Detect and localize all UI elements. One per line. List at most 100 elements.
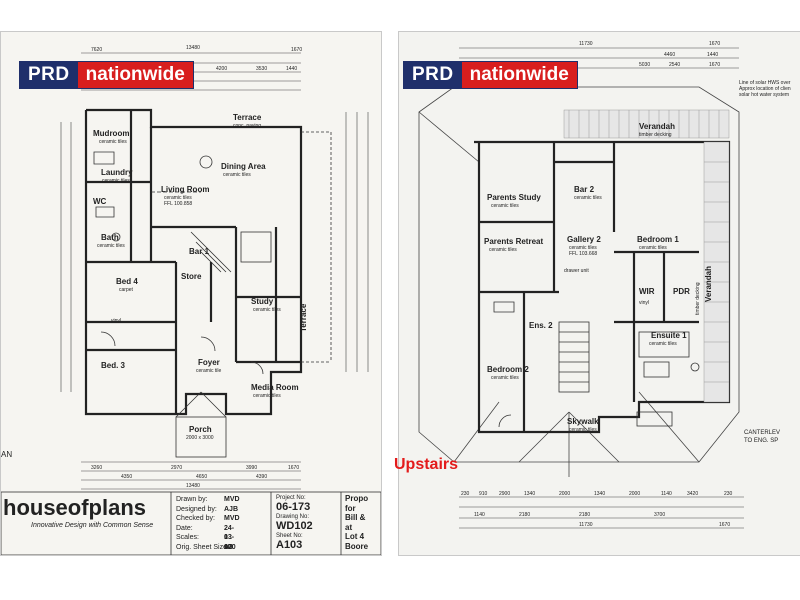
dim-bot-6: 2000: [629, 491, 640, 497]
dim-bot-3: 1340: [524, 491, 535, 497]
finish-foyer: ceramic tile: [196, 368, 222, 374]
dim-top-3: 1440: [707, 52, 718, 58]
room-bath: Bath: [101, 233, 119, 242]
finish-skywalk: ceramic tiles: [569, 427, 597, 433]
proposal-line: Propo: [345, 494, 369, 503]
drawer-unit: drawer unit: [564, 268, 589, 274]
drawing-no: WD102: [276, 520, 313, 532]
finish-vinyl: vinyl: [111, 318, 121, 324]
ground-floor-plan-sheet: Mudroom Laundry WC Bath Bed 4 Bed. 3 Liv…: [0, 31, 382, 556]
finish-terrace: conc. paving: [233, 123, 261, 129]
dim-top-0: 11730: [579, 41, 593, 47]
ffl-living: FFL 100.858: [164, 201, 192, 207]
field-value: 24-03-07: [224, 524, 235, 551]
proposal-line: Lot 4: [345, 532, 365, 541]
dim-bot-1: 4350: [121, 474, 132, 480]
dim-bot-2: 2970: [171, 465, 182, 471]
room-bar2: Bar 2: [574, 185, 595, 194]
prd-nationwide-logo-left: PRD nationwide: [19, 61, 194, 89]
upper-floor-plan-drawing: Verandah Parents Study Bar 2 Parents Ret…: [418, 41, 791, 529]
field-label: Designed by:: [176, 505, 217, 513]
project-no: 06-173: [276, 501, 311, 513]
finish-media: ceramic tiles: [253, 393, 281, 399]
finish-study: ceramic tiles: [253, 307, 281, 313]
room-parents-retreat: Parents Retreat: [484, 237, 543, 246]
dim-bot-5: 1340: [594, 491, 605, 497]
proposal-line: at: [345, 522, 353, 532]
finish-bar2: ceramic tiles: [574, 195, 602, 201]
field-value: MVD: [224, 515, 240, 522]
project-no-label: Project No:: [276, 495, 306, 501]
finish-laundry: ceramic tiles: [102, 178, 130, 184]
dim-bot-11: 2180: [519, 512, 530, 518]
title-block-fields: Drawn by: MVD Designed by: AJB Checked b…: [176, 495, 240, 552]
dim-bot-4: 2000: [559, 491, 570, 497]
finish-ensuite1: ceramic tiles: [649, 341, 677, 347]
dim-bot-7: 1670: [288, 465, 299, 471]
finish-vinyl: vinyl: [639, 300, 649, 306]
dim-bot-14: 11730: [579, 522, 593, 528]
dim-top-4: 5030: [639, 62, 650, 68]
field-label: Date:: [176, 524, 193, 532]
field-label: Scales:: [176, 534, 199, 541]
room-wc: WC: [93, 197, 107, 206]
dim-top-6: 1670: [709, 62, 720, 68]
dim-bot-9: 230: [724, 491, 733, 497]
room-skywalk: Skywalk: [567, 417, 599, 426]
finish-gallery2: ceramic tiles: [569, 245, 597, 251]
field-label: Checked by:: [176, 515, 215, 522]
dim-bot-12: 2180: [579, 512, 590, 518]
logo-nationwide: nationwide: [77, 62, 193, 88]
canterlever-line-1: TO ENG. SP: [744, 438, 778, 444]
proposal-line: for: [345, 503, 356, 513]
field-value: 1 : 100: [224, 534, 236, 551]
room-pdr: PDR: [673, 287, 690, 296]
dim-bot-0: 3260: [91, 465, 102, 471]
room-ens2: Ens. 2: [529, 321, 553, 330]
room-porch: Porch: [189, 425, 212, 434]
finish-bed4: carpet: [119, 287, 134, 293]
field-value: A3: [224, 543, 233, 551]
room-mudroom: Mudroom: [93, 129, 129, 138]
ground-floor-plan-drawing: Mudroom Laundry WC Bath Bed 4 Bed. 3 Liv…: [1, 45, 381, 555]
logo-prd: PRD: [404, 62, 462, 88]
sheet-no: A103: [276, 539, 303, 551]
room-bedroom2: Bedroom 2: [487, 365, 529, 374]
dim-bot-8: 3420: [687, 491, 698, 497]
dim-top-3: 3530: [256, 66, 267, 72]
dim-bot-10: 1140: [474, 512, 485, 518]
porch-size: 2000 x 3000: [186, 435, 214, 441]
finish-verandah-right: timber decking: [695, 282, 701, 315]
room-gallery2: Gallery 2: [567, 235, 601, 244]
room-media: Media Room: [251, 383, 299, 392]
dim-bot-6: 4390: [256, 474, 267, 480]
finish-bath: ceramic tiles: [97, 243, 125, 249]
room-living: Living Room: [161, 185, 209, 194]
proposal-line: Bill &: [345, 513, 366, 522]
finish-verandah-top: timber decking: [639, 132, 672, 138]
sheet-no-label: Sheet No:: [276, 533, 303, 539]
logo-nationwide: nationwide: [461, 62, 577, 88]
dim-top-1: 13480: [186, 45, 200, 51]
dim-bot-4: 13480: [186, 483, 200, 489]
room-dining: Dining Area: [221, 162, 266, 171]
room-store: Store: [181, 272, 202, 281]
proposal-text: Propo for Bill & at Lot 4 Boore: [345, 494, 368, 551]
dim-bot-5: 3990: [246, 465, 257, 471]
finish-parents-retreat: ceramic tiles: [489, 247, 517, 253]
room-bar1: Bar 1: [189, 247, 210, 256]
room-terrace-top: Terrace: [233, 113, 262, 122]
company-name: houseofplans: [3, 495, 147, 520]
dim-bot-3: 4650: [196, 474, 207, 480]
drawing-no-label: Drawing No:: [276, 514, 310, 520]
dim-bot-0: 230: [461, 491, 470, 497]
room-laundry: Laundry: [101, 168, 133, 177]
finish-bedroom2: ceramic tiles: [491, 375, 519, 381]
room-bed4: Bed 4: [116, 277, 138, 286]
ffl-gallery2: FFL 103.668: [569, 251, 597, 257]
finish-parents-study: ceramic tiles: [491, 203, 519, 209]
finish-bedroom1: ceramic tiles: [639, 245, 667, 251]
dim-bot-7: 1140: [661, 491, 672, 497]
dim-top-5: 2540: [669, 62, 680, 68]
note-line-2: solar hot water system: [739, 92, 789, 98]
